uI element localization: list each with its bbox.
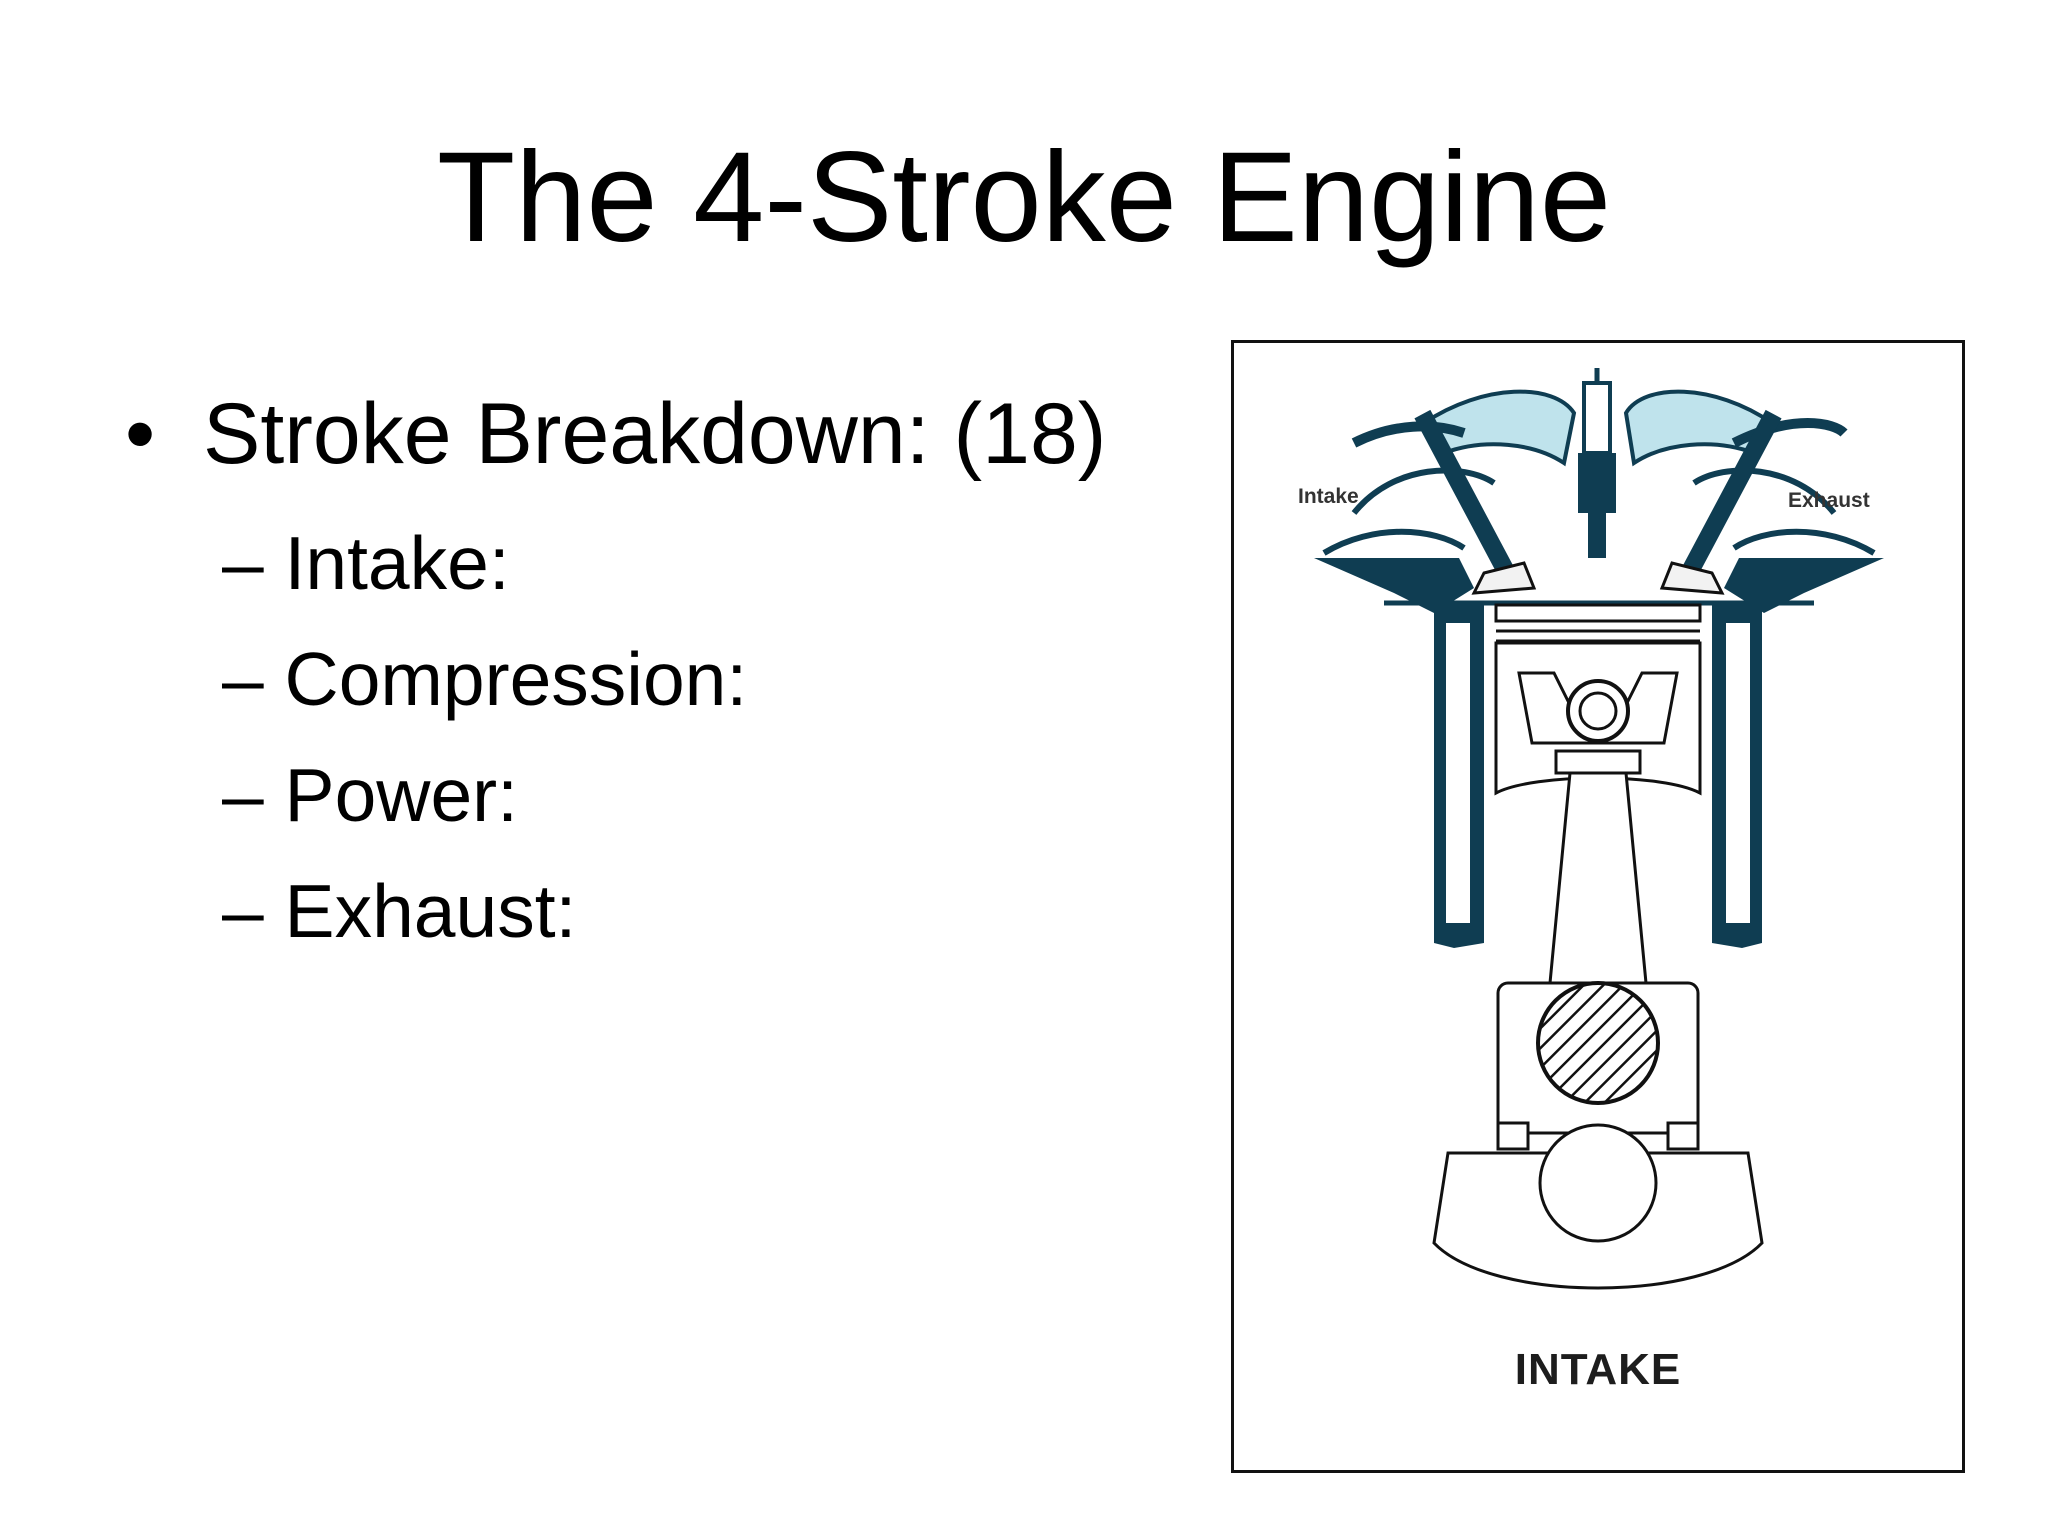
exhaust-port — [1724, 558, 1884, 613]
crank-journal — [1536, 981, 1660, 1105]
exhaust-valve — [1659, 409, 1782, 595]
stroke-item-power: – Power: — [222, 753, 518, 837]
intake-valve — [1414, 409, 1537, 595]
slide-title: The 4-Stroke Engine — [437, 126, 1611, 269]
engine-diagram — [1314, 368, 1884, 1290]
exhaust-label: Exhaust — [1788, 489, 1870, 512]
spark-plug — [1578, 368, 1616, 558]
intake-port — [1314, 558, 1474, 613]
intake-label: Intake — [1298, 485, 1359, 508]
engine-diagram-figure: Intake Exhaust INTAKE — [1231, 340, 1965, 1473]
stroke-item-exhaust: – Exhaust: — [222, 869, 577, 953]
bullet-marker: • — [125, 386, 156, 482]
main-bullet-text: Stroke Breakdown: (18) — [203, 386, 1107, 482]
cylinder-head — [1322, 389, 1876, 556]
cylinder-walls — [1384, 600, 1814, 948]
stroke-item-intake: – Intake: — [222, 521, 510, 605]
stroke-item-compression: – Compression: — [222, 637, 748, 721]
figure-caption: INTAKE — [1514, 1345, 1682, 1394]
crankshaft — [1432, 1123, 1764, 1290]
piston — [1494, 603, 1702, 796]
stroke-list: – Intake: – Compression: – Power: – Exha… — [222, 505, 747, 969]
